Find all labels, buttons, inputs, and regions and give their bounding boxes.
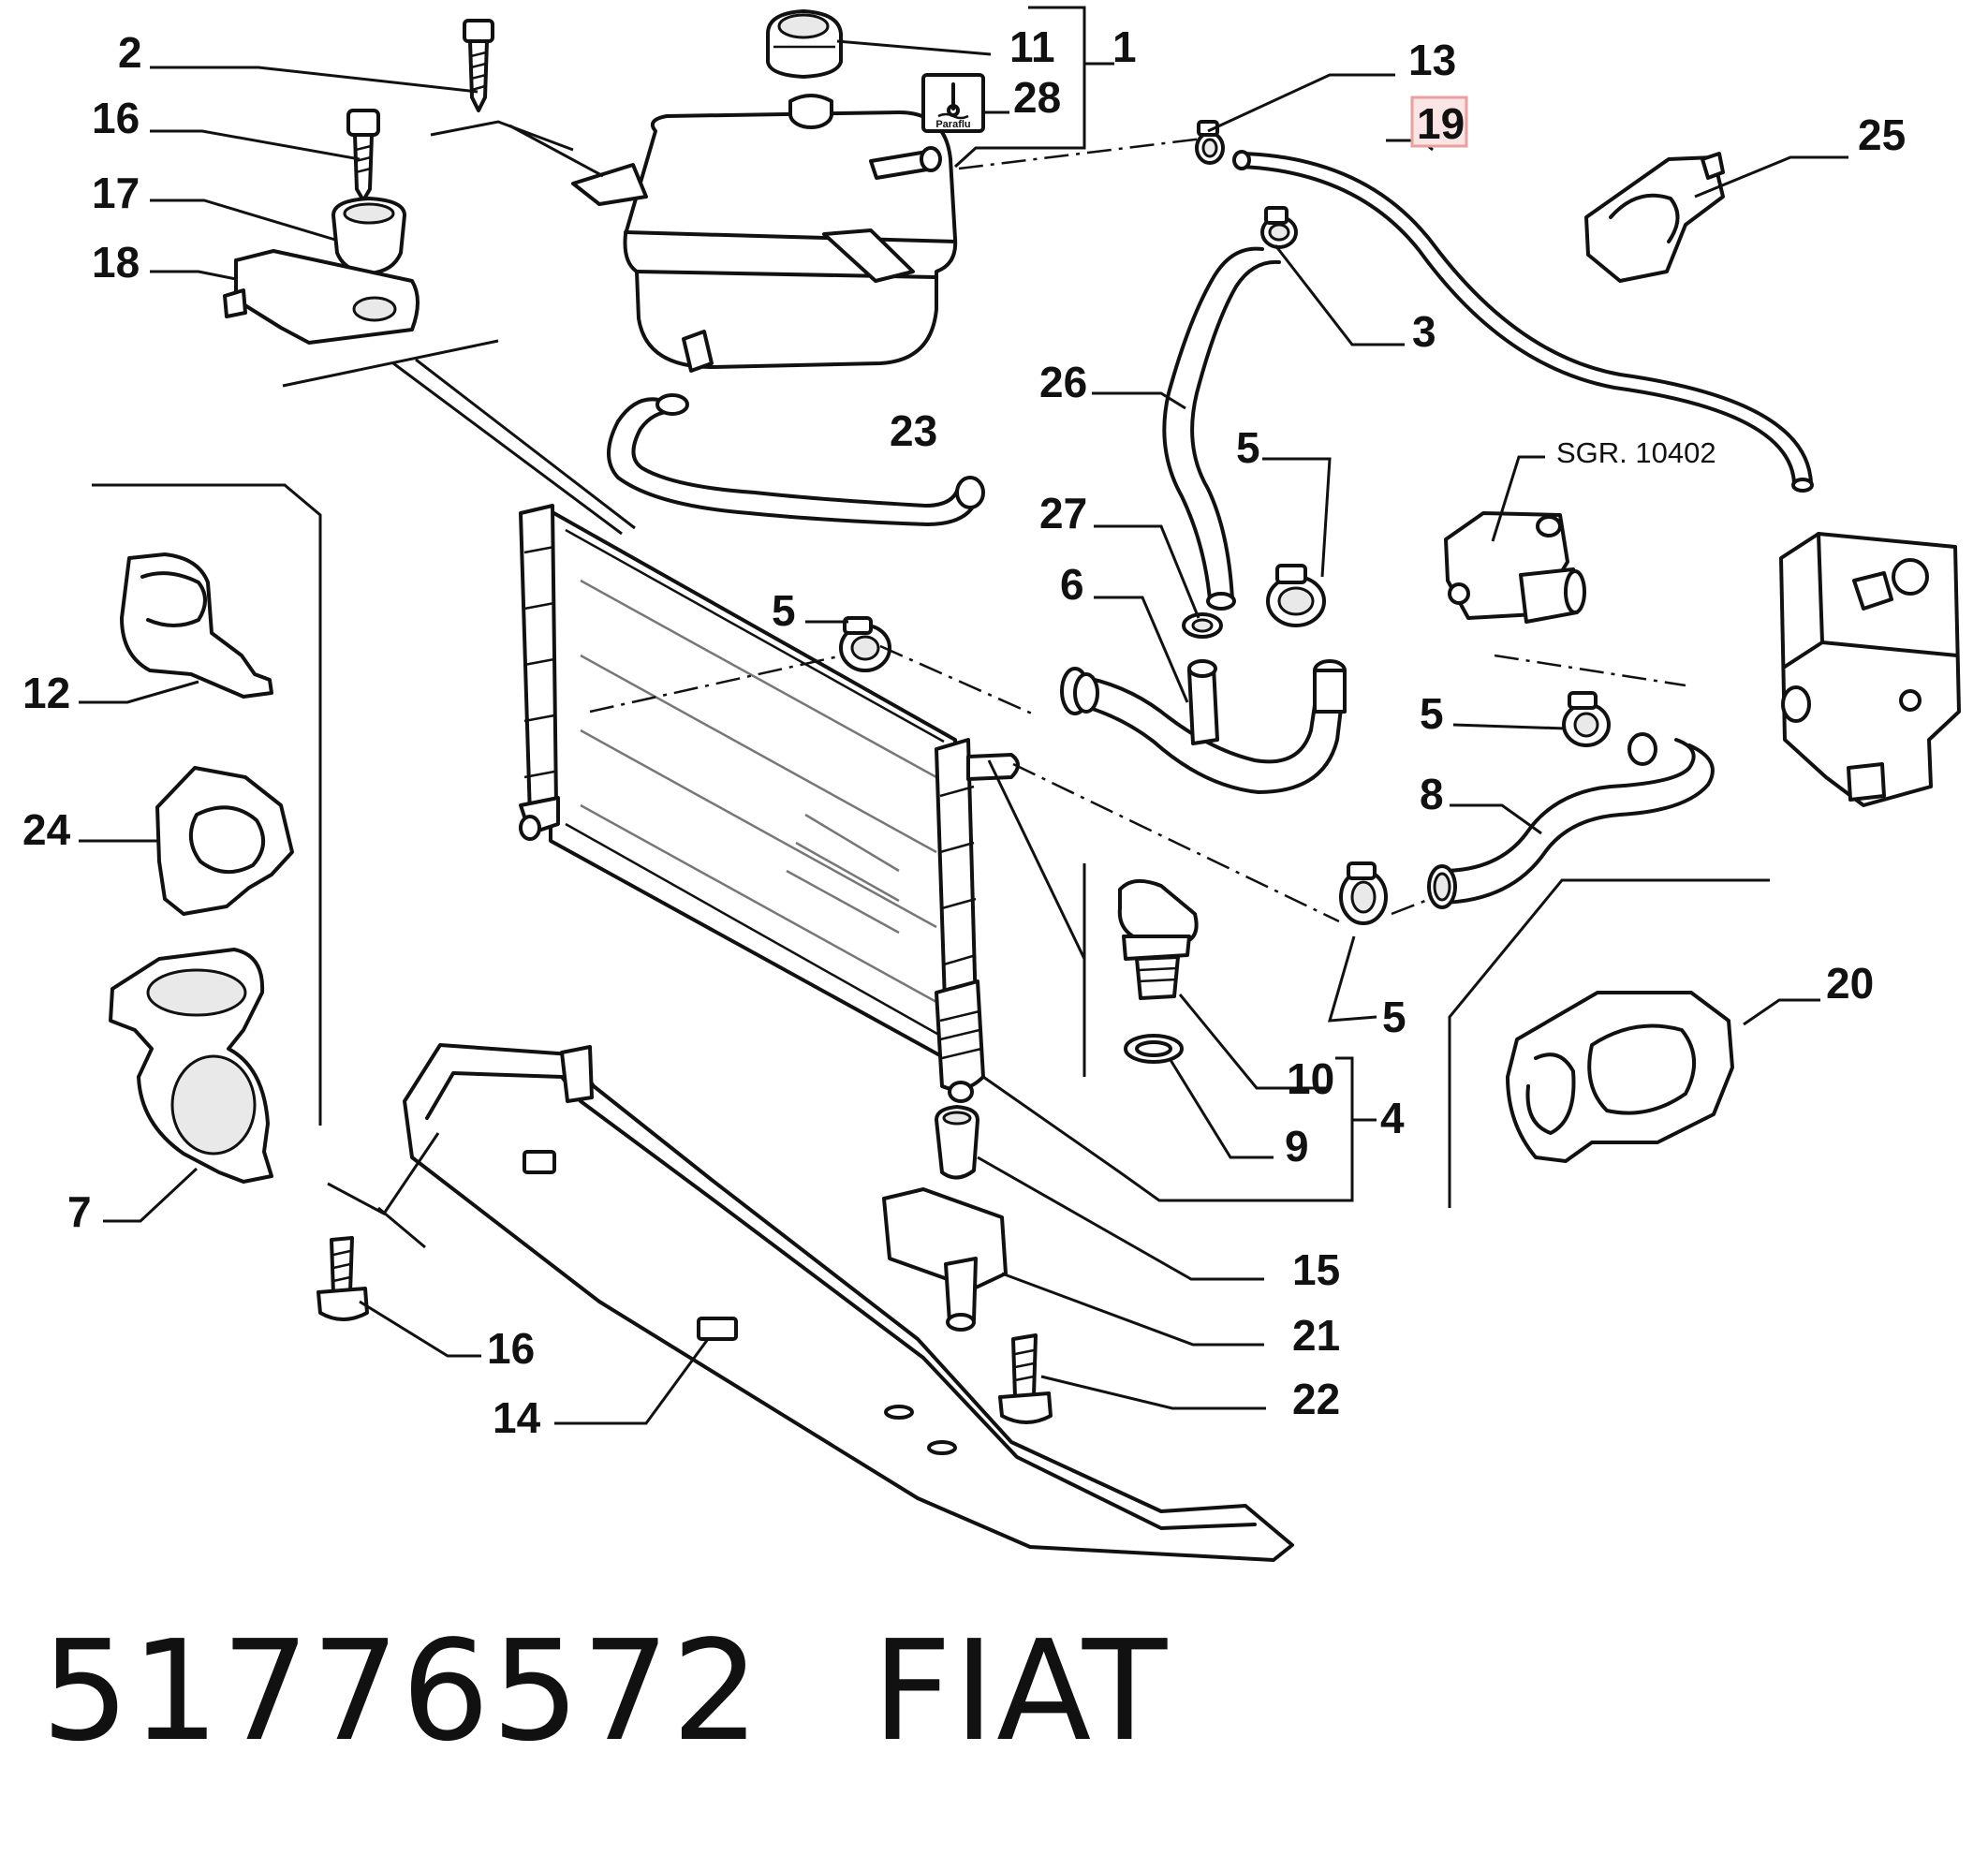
screw-16-upper: [346, 109, 380, 202]
clamp-3: [1260, 206, 1298, 249]
callout-10: 10: [1287, 1054, 1334, 1103]
callout-23: 23: [890, 406, 937, 455]
callout-15: 15: [1292, 1245, 1340, 1294]
reference-note: SGR. 10402: [1556, 436, 1716, 469]
screw-16-lower: [317, 1236, 369, 1321]
support-7: [109, 948, 273, 1184]
hose-8: [1427, 732, 1715, 909]
sensor-21: [882, 1187, 1008, 1332]
callout-18: 18: [92, 238, 140, 287]
connector-clip-27: [1182, 612, 1223, 639]
callout-25: 25: [1858, 110, 1906, 159]
callout-27: 27: [1039, 489, 1087, 537]
bleed-screw-10: [1117, 878, 1199, 1000]
callout-28: 28: [1013, 73, 1061, 122]
callout-7: 7: [67, 1187, 92, 1236]
grommet-15: [935, 1105, 979, 1180]
hose-26: [1162, 246, 1281, 611]
cross-member-14: [403, 1043, 1294, 1562]
callout-26: 26: [1039, 358, 1087, 406]
hose-23: [607, 393, 985, 526]
radiator: [519, 504, 1020, 1103]
callout-20: 20: [1826, 959, 1874, 1008]
callout-24: 24: [22, 805, 71, 854]
callout-19: 19: [1417, 99, 1465, 148]
callout-numbers: 1 11 28 2 16 17 18 13 19 25 3 26 23 5 SG…: [22, 22, 1906, 1442]
part-number: 51776572: [41, 1611, 762, 1772]
callout-14: 14: [493, 1393, 541, 1442]
callout-6: 6: [1060, 560, 1084, 609]
clip-24: [155, 766, 294, 916]
screw-2: [463, 19, 494, 112]
seal-9: [1124, 1034, 1184, 1064]
clip-25: [1584, 152, 1725, 283]
clamp-13: [1195, 120, 1225, 165]
callout-3: 3: [1412, 307, 1436, 356]
callout-5-b: 5: [772, 586, 796, 635]
brand-name: FIAT: [872, 1611, 1170, 1772]
bracket-18: [223, 249, 420, 345]
tank-cap: [766, 9, 843, 79]
screw-22: [998, 1333, 1053, 1424]
callout-22: 22: [1292, 1375, 1340, 1423]
highlight-box-19: [1410, 96, 1468, 148]
clamp-5-a: [839, 616, 891, 672]
callout-1: 1: [1112, 22, 1137, 71]
antifreeze-label-icon: Paraflu: [921, 73, 985, 133]
callout-12: 12: [22, 669, 70, 717]
callout-21: 21: [1292, 1311, 1340, 1360]
pipe-tee-6: [1060, 659, 1347, 794]
callout-4: 4: [1380, 1094, 1405, 1142]
callout-17: 17: [92, 169, 140, 217]
clamp-5-c: [1562, 691, 1611, 747]
leader-lines: [79, 6, 1848, 1425]
callout-5-a: 5: [1236, 423, 1260, 472]
callout-11: 11: [1009, 22, 1055, 71]
callout-5-d: 5: [1382, 993, 1406, 1041]
callout-5-c: 5: [1420, 689, 1444, 738]
callout-2: 2: [118, 28, 142, 77]
callout-9: 9: [1285, 1122, 1309, 1170]
callout-16-upper: 16: [92, 94, 140, 142]
support-20: [1506, 991, 1734, 1163]
clip-12: [120, 552, 273, 699]
callout-8: 8: [1420, 770, 1444, 818]
thermostat-housing: [1444, 511, 1586, 624]
expansion-tank: [571, 94, 958, 373]
clamp-5-d: [1339, 861, 1388, 925]
antifreeze-label-text: Paraflu: [935, 119, 970, 130]
grommet-17: [331, 197, 406, 275]
footer-caption: 51776572 FIAT: [41, 1611, 1169, 1772]
clamp-5-b: [1266, 564, 1326, 627]
callout-13: 13: [1408, 36, 1456, 84]
hose-19: [1232, 150, 1814, 493]
engine-block: [1779, 532, 1961, 807]
callout-16-lower: 16: [487, 1324, 535, 1373]
